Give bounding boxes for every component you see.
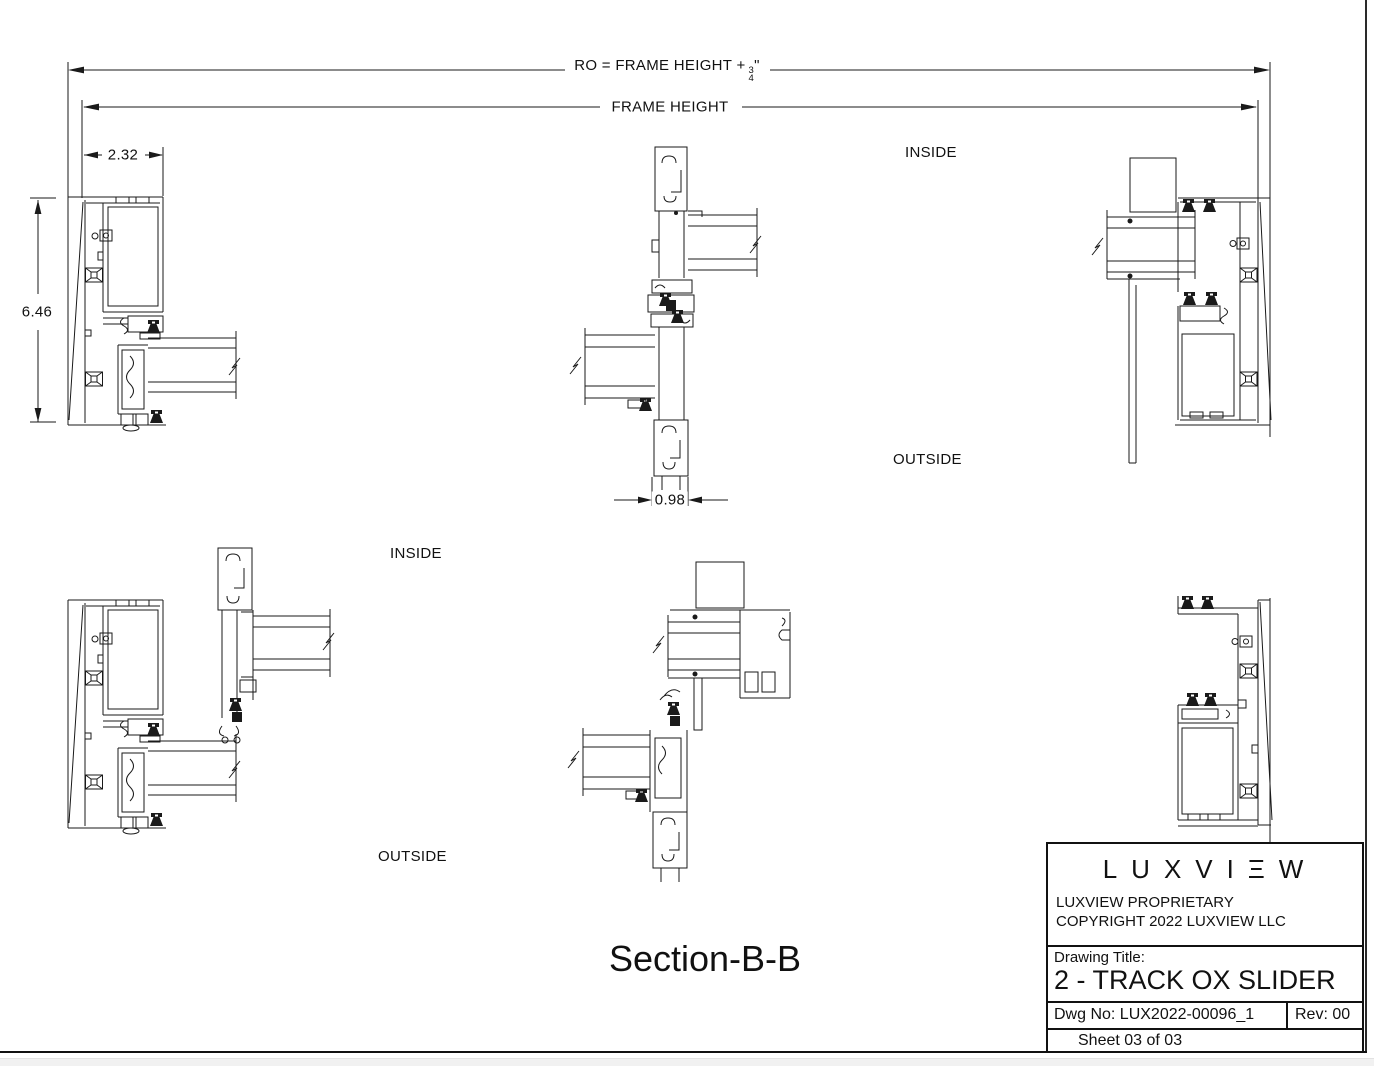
width-dimension-text: 2.32: [104, 146, 142, 164]
revision: Rev: 00: [1286, 1003, 1362, 1028]
title-block: LUXVIΞW LUXVIEW PROPRIETARY COPYRIGHT 20…: [1046, 842, 1364, 1053]
luxview-logo: LUXVIΞW: [1102, 854, 1318, 884]
section-title: Section-B-B: [608, 938, 802, 979]
sheet-bottom-border: [0, 1051, 1367, 1053]
sheet-number: Sheet 03 of 03: [1078, 1032, 1183, 1049]
horizontal-scrollbar-track[interactable]: [0, 1058, 1374, 1066]
sheet-right-border: [1365, 0, 1367, 1053]
proprietary-notice: LUXVIEW PROPRIETARY COPYRIGHT 2022 LUXVI…: [1048, 885, 1362, 931]
drawing-title: 2 - TRACK OX SLIDER: [1054, 965, 1336, 995]
outside-label-top: OUTSIDE: [893, 451, 962, 468]
proprietary-line-2: COPYRIGHT 2022 LUXVIEW LLC: [1056, 913, 1286, 930]
frame-height-dimension-text: FRAME HEIGHT: [608, 98, 732, 116]
dimension-frame-height: [81, 100, 1259, 200]
section-jamb-bottom-left: [67, 547, 335, 835]
inside-label-bottom: INSIDE: [390, 545, 442, 562]
interlock-width-dimension-text: 0.98: [651, 491, 689, 509]
dwg-rev-row: Dwg No: LUX2022-00096_1 Rev: 00: [1048, 1003, 1362, 1030]
drawing-title-label: Drawing Title:: [1054, 949, 1145, 966]
dimension-width: [84, 147, 164, 196]
proprietary-line-1: LUXVIEW PROPRIETARY: [1056, 894, 1234, 911]
height-dimension-text: 6.46: [18, 303, 56, 321]
ro-dimension-suffix: ": [754, 57, 760, 74]
drawing-title-cell: Drawing Title: 2 - TRACK OX SLIDER: [1048, 947, 1362, 1003]
section-jamb-top-right: [1091, 157, 1272, 464]
section-meeting-bottom-middle: [567, 561, 791, 882]
inside-label-top: INSIDE: [905, 144, 957, 161]
dwg-number: Dwg No: LUX2022-00096_1: [1054, 1006, 1255, 1023]
section-jamb-top-left: [68, 196, 241, 432]
title-block-header: LUXVIΞW LUXVIEW PROPRIETARY COPYRIGHT 20…: [1048, 844, 1362, 947]
ro-dimension-prefix: RO = FRAME HEIGHT +: [574, 57, 746, 74]
outside-label-bottom: OUTSIDE: [378, 848, 447, 865]
dimension-ro: [67, 62, 1271, 437]
section-jamb-bottom-right: [1177, 596, 1273, 846]
section-interlock-top-middle: [569, 146, 762, 490]
dimension-height: [30, 197, 56, 423]
